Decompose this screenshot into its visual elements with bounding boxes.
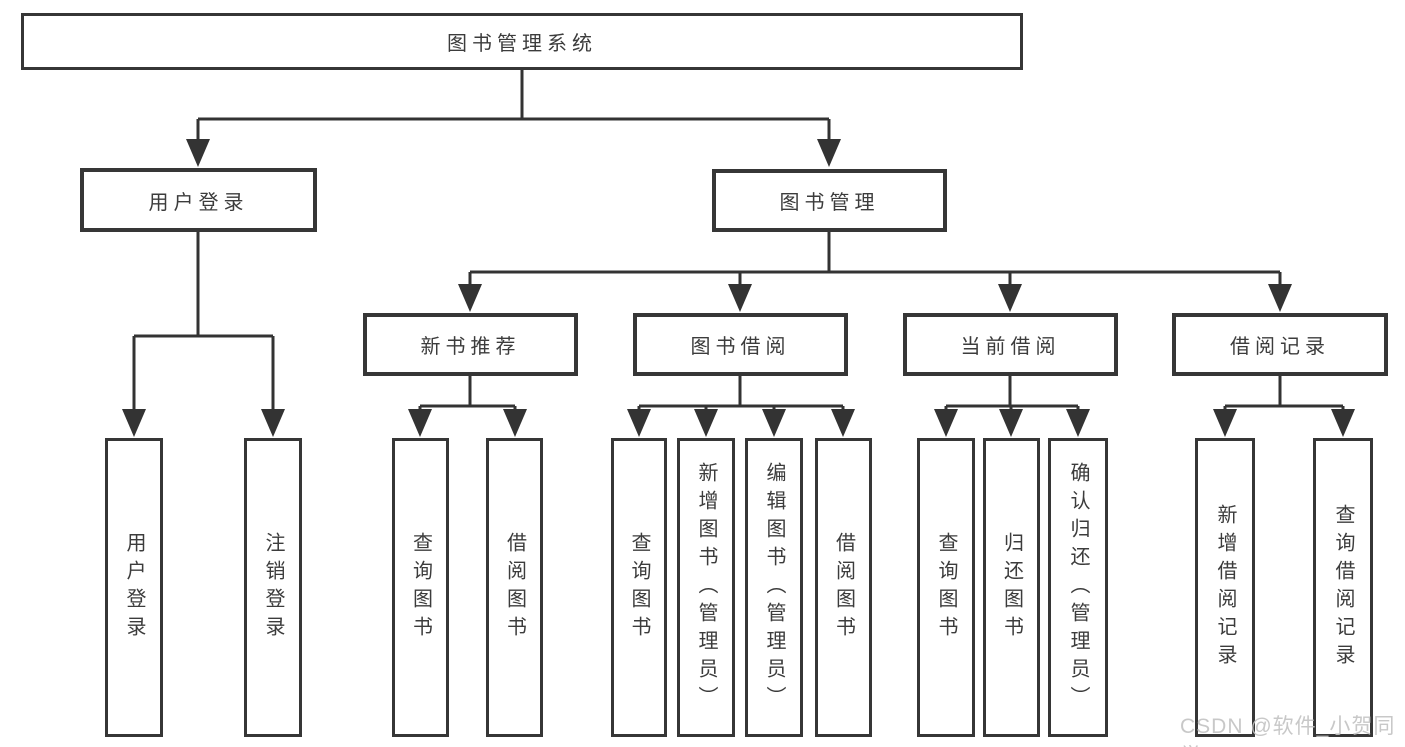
leaf-logout: 注销登录 xyxy=(244,438,302,737)
leaf-label: 确认归还（管理员） xyxy=(1067,461,1089,714)
node-root: 图书管理系统 xyxy=(21,13,1023,70)
connector-user-login xyxy=(132,232,275,410)
arrowhead xyxy=(1213,409,1237,437)
arrowhead xyxy=(503,409,527,437)
leaf-label: 编辑图书（管理员） xyxy=(763,461,785,714)
connector-book-borrow xyxy=(637,376,845,410)
leaf-query-books-recommend: 查询图书 xyxy=(392,438,449,737)
leaf-label: 新增借阅记录 xyxy=(1214,503,1236,672)
arrowhead xyxy=(1268,284,1292,312)
leaf-query-books-current: 查询图书 xyxy=(917,438,975,737)
arrowhead xyxy=(694,409,718,437)
arrowhead xyxy=(122,409,146,437)
arrowhead xyxy=(998,284,1022,312)
connector-new-book xyxy=(418,376,517,410)
node-borrow-record: 借阅记录 xyxy=(1172,313,1388,376)
node-book-management-branch: 图书管理 xyxy=(712,169,947,232)
arrowhead xyxy=(261,409,285,437)
arrowhead xyxy=(186,139,210,167)
connector-borrow-record xyxy=(1223,376,1345,410)
leaf-label: 查询图书 xyxy=(628,531,650,644)
arrowhead xyxy=(1066,409,1090,437)
leaf-label: 新增图书（管理员） xyxy=(695,461,717,714)
leaf-label: 借阅图书 xyxy=(832,531,855,644)
leaf-label: 注销登录 xyxy=(262,531,284,644)
leaf-add-books-admin: 新增图书（管理员） xyxy=(677,438,735,737)
leaf-label: 归还图书 xyxy=(1000,531,1023,644)
node-label: 借阅记录 xyxy=(1230,336,1330,358)
node-book-borrow: 图书借阅 xyxy=(633,313,848,376)
leaf-user-login: 用户登录 xyxy=(105,438,163,737)
connector-root xyxy=(196,68,831,140)
arrowhead xyxy=(831,409,855,437)
arrowhead xyxy=(999,409,1023,437)
leaf-query-borrow-record: 查询借阅记录 xyxy=(1313,438,1373,737)
node-current-borrow: 当前借阅 xyxy=(903,313,1118,376)
leaf-confirm-return-admin: 确认归还（管理员） xyxy=(1048,438,1108,737)
leaf-label: 用户登录 xyxy=(123,531,145,644)
arrowhead xyxy=(408,409,432,437)
leaf-edit-books-admin: 编辑图书（管理员） xyxy=(745,438,803,737)
leaf-label: 查询图书 xyxy=(935,531,957,644)
leaf-borrow-books: 借阅图书 xyxy=(815,438,872,737)
arrowhead xyxy=(762,409,786,437)
node-user-login-branch: 用户登录 xyxy=(80,168,317,232)
connector-current-borrow xyxy=(944,376,1080,410)
arrowhead xyxy=(1331,409,1355,437)
connector-book-management xyxy=(468,232,1282,285)
node-label: 图书借阅 xyxy=(690,336,791,358)
leaf-borrow-books-recommend: 借阅图书 xyxy=(486,438,543,737)
leaf-label: 借阅图书 xyxy=(503,531,526,644)
leaf-label: 查询图书 xyxy=(409,531,432,644)
node-new-book-recommend: 新书推荐 xyxy=(363,313,578,376)
node-label: 用户登录 xyxy=(148,191,249,214)
leaf-query-books-borrow: 查询图书 xyxy=(611,438,667,737)
leaf-return-books: 归还图书 xyxy=(983,438,1040,737)
arrowhead xyxy=(817,139,841,167)
arrowhead xyxy=(458,284,482,312)
node-root-label: 图书管理系统 xyxy=(447,33,597,55)
csdn-watermark: CSDN @软件_小贺同学 xyxy=(1180,715,1396,747)
leaf-add-borrow-record: 新增借阅记录 xyxy=(1195,438,1255,737)
leaf-label: 查询借阅记录 xyxy=(1332,503,1354,672)
arrowhead xyxy=(627,409,651,437)
arrowhead xyxy=(728,284,752,312)
node-label: 新书推荐 xyxy=(420,336,521,358)
node-label: 当前借阅 xyxy=(960,336,1061,358)
node-label: 图书管理 xyxy=(779,192,880,214)
arrowhead xyxy=(934,409,958,437)
